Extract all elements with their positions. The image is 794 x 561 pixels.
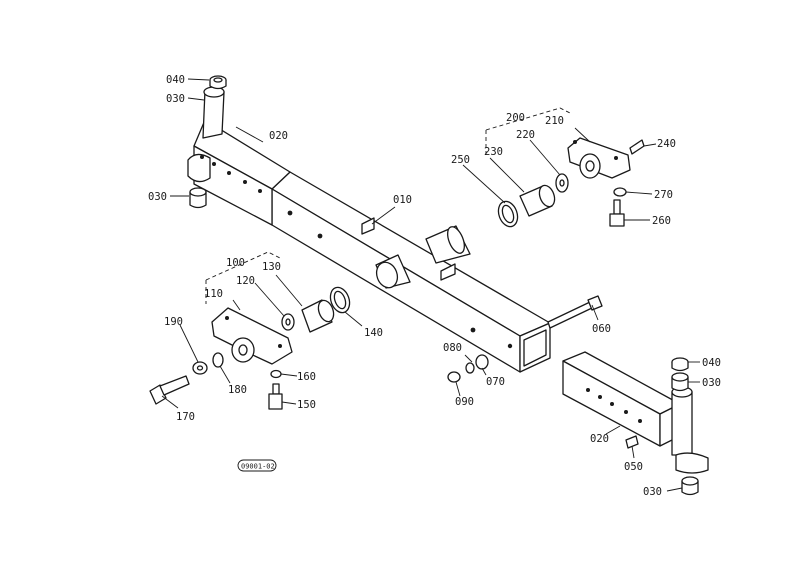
label-050: 050 — [624, 461, 643, 473]
bolt-240 — [629, 139, 645, 155]
washer-080 — [465, 362, 475, 374]
right-cap-040 — [671, 357, 689, 372]
left-arm-020 — [187, 86, 291, 226]
group-bracket-200 — [485, 107, 573, 131]
left-bushing-030-bottom — [189, 187, 207, 209]
label-010: 010 — [393, 194, 412, 206]
nut-090 — [447, 371, 461, 383]
label-030-right-bottom: 030 — [643, 486, 662, 498]
label-100: 100 — [226, 257, 245, 269]
nut-190 — [192, 361, 208, 375]
label-030-left-top: 030 — [166, 93, 185, 105]
group-bracket-100 — [205, 251, 281, 281]
label-150: 150 — [297, 399, 316, 411]
leader-lines — [161, 78, 700, 492]
figure-code: 09001-02 — [241, 463, 275, 471]
label-040-right: 040 — [702, 357, 721, 369]
front-support-bracket-100 — [211, 307, 293, 365]
ring-250 — [497, 200, 519, 228]
right-arm-020 — [562, 351, 709, 474]
ring-140 — [329, 286, 351, 314]
label-080: 080 — [443, 342, 462, 354]
label-240: 240 — [657, 138, 676, 150]
label-060: 060 — [592, 323, 611, 335]
label-220: 220 — [516, 129, 535, 141]
bolt-060 — [547, 295, 603, 329]
label-030-right-top: 030 — [702, 377, 721, 389]
label-190: 190 — [164, 316, 183, 328]
label-230: 230 — [484, 146, 503, 158]
rear-support-bracket-200 — [567, 137, 631, 179]
label-020-left: 020 — [269, 130, 288, 142]
label-260: 260 — [652, 215, 671, 227]
washer-120 — [281, 313, 295, 331]
label-140: 140 — [364, 327, 383, 339]
bolt-170 — [149, 375, 190, 405]
label-200: 200 — [506, 112, 525, 124]
right-bushing-030-bottom — [681, 476, 699, 496]
label-160: 160 — [297, 371, 316, 383]
center-shaft — [375, 225, 471, 289]
washer-270 — [613, 187, 627, 197]
bolt-260 — [609, 199, 625, 227]
label-090: 090 — [455, 396, 474, 408]
label-120: 120 — [236, 275, 255, 287]
label-130: 130 — [262, 261, 281, 273]
washer-070 — [475, 354, 489, 370]
left-cap-040 — [209, 75, 227, 90]
label-020-right: 020 — [590, 433, 609, 445]
label-030-left-bottom: 030 — [148, 191, 167, 203]
washer-160 — [270, 369, 282, 379]
figure-code-badge: 09001-02 — [237, 459, 277, 472]
label-170: 170 — [176, 411, 195, 423]
label-070: 070 — [486, 376, 505, 388]
bushing-130 — [301, 299, 335, 333]
bolt-150 — [268, 383, 283, 410]
label-110: 110 — [204, 288, 223, 300]
label-210: 210 — [545, 115, 564, 127]
right-bushing-030-upper — [671, 372, 689, 392]
washer-220 — [555, 173, 569, 193]
label-270: 270 — [654, 189, 673, 201]
bushing-230 — [519, 184, 556, 217]
label-250: 250 — [451, 154, 470, 166]
label-180: 180 — [228, 384, 247, 396]
label-040-left: 040 — [166, 74, 185, 86]
washer-180 — [212, 352, 224, 368]
